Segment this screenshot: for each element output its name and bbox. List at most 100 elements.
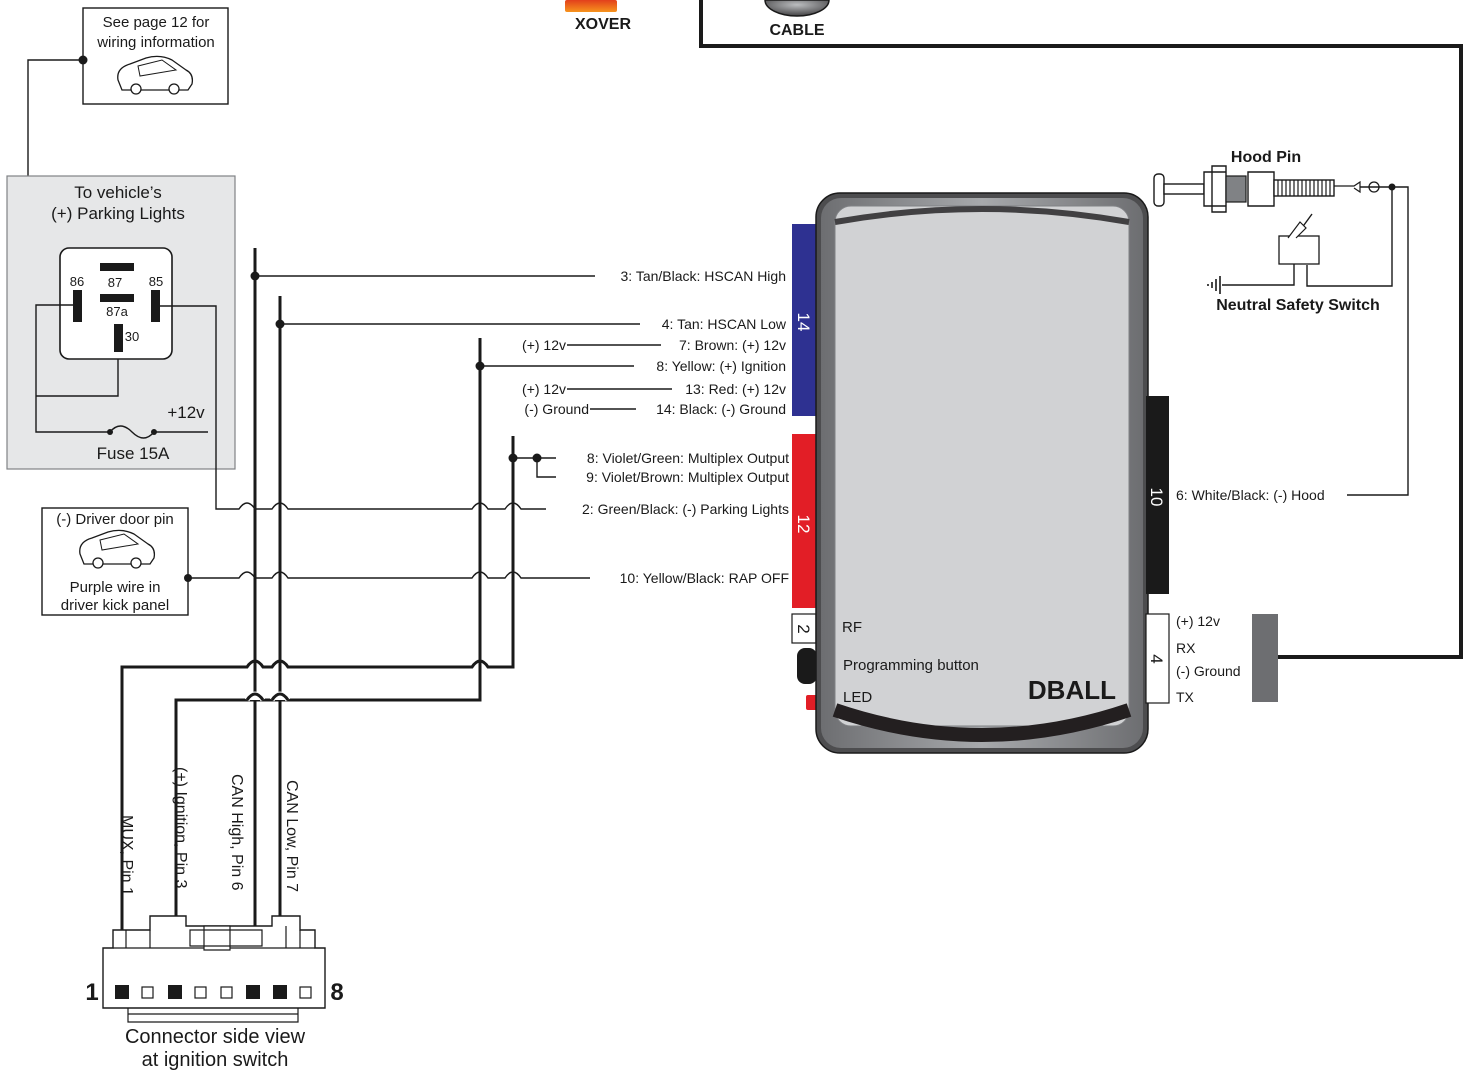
xover-icon [565, 0, 617, 12]
c14-wire4: 4: Tan: HSCAN Low [662, 316, 787, 332]
cable-plug [1252, 614, 1278, 702]
c4-pin: (+) 12v [1176, 613, 1220, 629]
purple-wire-line1: Purple wire in [70, 579, 161, 596]
module-name: DBALL [1028, 675, 1116, 705]
ign-pin-empty [299, 986, 312, 999]
connector14-wires: 3: Tan/Black: HSCAN High 4: Tan: HSCAN L… [255, 268, 787, 417]
cable-icon: CABLE [764, 0, 830, 39]
c14-side-13: (+) 12v [522, 381, 566, 397]
rap-off-wire [188, 571, 590, 579]
connector4-pins: (+) 12v RX (-) Ground TX [1176, 613, 1241, 705]
relay-pin-30-blade [114, 324, 123, 352]
ign-pin-empty [220, 986, 233, 999]
relay-panel: To vehicle’s (+) Parking Lights 86 87 85… [6, 175, 236, 470]
hood-pin-label: Hood Pin [1231, 149, 1301, 166]
c14-wire3: 3: Tan/Black: HSCAN High [621, 268, 786, 284]
ign-wire-label: (+) Ignition, Pin 3 [172, 767, 189, 889]
relay-title-line1: To vehicle’s [74, 183, 162, 202]
ign-left-pin: 1 [85, 979, 98, 1006]
ign-right-pin: 8 [330, 979, 343, 1006]
connector10-housing [1146, 396, 1169, 594]
connector14-number: 14 [794, 313, 813, 332]
c14-wire8: 8: Yellow: (+) Ignition [656, 358, 786, 374]
wiring-info-line2: wiring information [96, 34, 215, 51]
switch-body [1278, 235, 1320, 265]
purple-wire-line2: driver kick panel [61, 597, 169, 614]
relay-pin-85-blade [151, 290, 160, 322]
connector4-number: 4 [1147, 654, 1166, 663]
programming-button-label: Programming button [843, 657, 979, 674]
ign-pin-empty [194, 986, 207, 999]
c4-pin: TX [1176, 689, 1195, 705]
ign-caption-line2: at ignition switch [142, 1049, 289, 1071]
ign-pin-filled [168, 985, 182, 999]
ign-pin-filled [246, 985, 260, 999]
c10-wire6: 6: White/Black: (-) Hood [1176, 487, 1325, 503]
xover-label: XOVER [575, 16, 631, 33]
connector4-housing [1145, 613, 1170, 704]
relay-pin-87: 87 [108, 275, 122, 290]
wiring-info-note: See page 12 for wiring information [82, 7, 229, 105]
c12-wire9: 9: Violet/Brown: Multiplex Output [586, 469, 789, 485]
programming-button-cap[interactable] [797, 648, 817, 684]
xover-module: XOVER [565, 0, 631, 33]
connector2-number: 2 [794, 624, 813, 633]
data-cable [699, 0, 1463, 659]
c14-wire13: 13: Red: (+) 12v [685, 381, 786, 397]
relay-30-wire [36, 359, 119, 397]
relay-pin-87-blade [100, 263, 134, 271]
ground-icon [1207, 276, 1221, 294]
driver-door-pin-note: (-) Driver door pin Purple wire in drive… [41, 507, 189, 616]
relay-pin-86-blade [73, 290, 82, 322]
relay-supply-label: +12v [167, 403, 205, 422]
dball-module: 14 12 2 RF Programming button LED DBALL … [791, 192, 1170, 754]
hood-pin-nut [1203, 165, 1227, 213]
relay-86-wire [35, 304, 110, 433]
neutral-switch-label: Neutral Safety Switch [1216, 297, 1380, 314]
fuse-dot [151, 429, 157, 435]
relay-pin-87a-blade [100, 294, 134, 302]
ign-caption-line1: Connector side view [125, 1026, 306, 1048]
ignition-connector: MUX, Pin 1 (+) Ignition, Pin 3 CAN High,… [85, 767, 343, 1071]
cable-label: CABLE [769, 22, 824, 39]
connector-shell [102, 915, 326, 1009]
rf-label: RF [842, 619, 862, 636]
connector12-number: 12 [794, 515, 813, 534]
neutral-safety-switch: Neutral Safety Switch [1207, 187, 1393, 314]
ign-wire-label: CAN Low, Pin 7 [283, 780, 300, 892]
c12-wire8: 8: Violet/Green: Multiplex Output [587, 450, 789, 466]
hood-pin: Hood Pin [1153, 149, 1392, 213]
connector14-housing [792, 224, 818, 416]
c14-wire7: 7: Brown: (+) 12v [679, 337, 786, 353]
led-indicator [806, 695, 818, 710]
connector-latch [189, 925, 263, 951]
relay-pin-87a: 87a [106, 304, 128, 319]
ign-pin-filled [115, 985, 129, 999]
c14-wire14: 14: Black: (-) Ground [656, 401, 786, 417]
relay-pin-85: 85 [149, 274, 163, 289]
junction-dot [184, 574, 192, 582]
fuse-dot [107, 429, 113, 435]
relay-body [59, 247, 173, 360]
driver-door-pin-label: (-) Driver door pin [56, 511, 174, 528]
connector10-number: 10 [1147, 488, 1166, 507]
connector2-housing [791, 613, 817, 644]
car-icon [79, 529, 156, 569]
crossover [270, 692, 290, 701]
module-bottom-rim [832, 703, 1132, 742]
relay-pin-86: 86 [70, 274, 84, 289]
ign-wire-label: CAN High, Pin 6 [228, 774, 245, 891]
ign-wire-label: MUX, Pin 1 [118, 815, 135, 896]
ignition-wire [174, 338, 482, 987]
c12-wire2-label: 2: Green/Black: (-) Parking Lights [582, 501, 789, 517]
fuse-label: Fuse 15A [97, 444, 170, 463]
c14-side-7: (+) 12v [522, 337, 566, 353]
wiring-info-line1: See page 12 for [103, 14, 210, 31]
relay-pin-30: 30 [125, 329, 139, 344]
c14-side-14: (-) Ground [524, 401, 589, 417]
hood-pin-spring [1273, 179, 1335, 197]
ign-pin-empty [141, 986, 154, 999]
c4-pin: (-) Ground [1176, 663, 1241, 679]
hood-wire [1347, 186, 1409, 496]
